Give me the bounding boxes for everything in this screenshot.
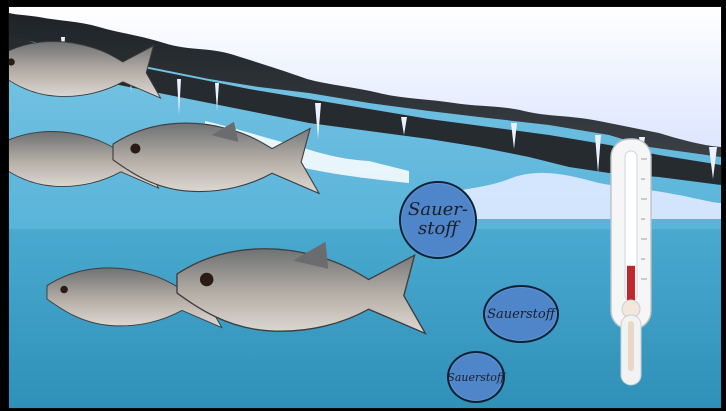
oxygen-bubble-large-text: Sauer- stoff (401, 183, 475, 257)
scene-svg (9, 7, 721, 408)
oxygen-bubble-medium: Sauerstoff (483, 285, 559, 343)
oxygen-bubble-medium-text: Sauerstoff (485, 287, 557, 341)
oxygen-bubble-small-label: Sauerstoff (447, 371, 504, 384)
underwater-scene: Sauer- stoff Sauerstoff Sauerstoff (8, 6, 722, 409)
thermometer-stem-inner (628, 321, 634, 371)
oxygen-bubble-medium-label: Sauerstoff (487, 307, 555, 322)
oxygen-bubble-large: Sauer- stoff (399, 181, 477, 259)
oxygen-bubble-small: Sauerstoff (447, 351, 505, 403)
oxygen-bubble-large-line2: stoff (418, 220, 458, 239)
oxygen-bubble-small-text: Sauerstoff (449, 353, 503, 401)
